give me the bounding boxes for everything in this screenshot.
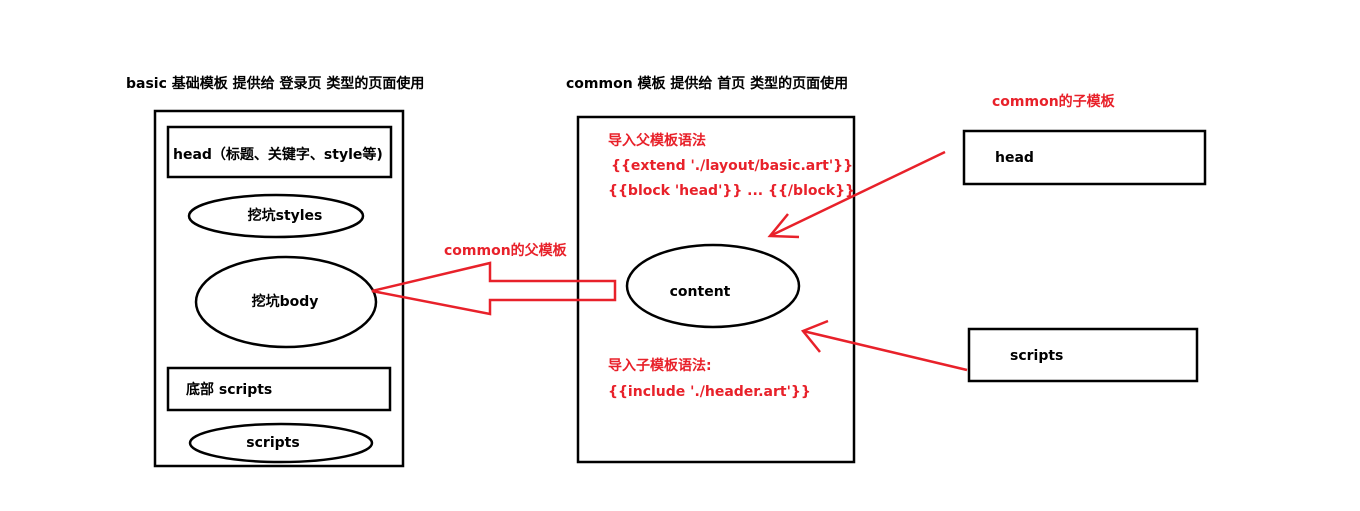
basic-styles-ellipse [187,193,365,239]
basic-scripts-ellipse [188,422,374,464]
child-scripts-box [967,327,1199,383]
basic-scripts-label: scripts [246,435,300,451]
common-template-box [576,115,856,464]
extend-syntax: {{extend './layout/basic.art'}} [611,158,854,174]
child-arrow-label: common的子模板 [992,94,1115,110]
include-syntax-title: 导入子模板语法: [608,358,712,374]
child-head-label: head [995,150,1034,166]
scripts-child-arrow [802,329,968,372]
basic-head-label: head（标题、关键字、style等) [173,147,383,163]
block-syntax: {{block 'head'}} ... {{/block}} [608,183,856,199]
parent-arrow-label: common的父模板 [444,243,567,259]
head-child-arrow [769,150,946,238]
scripts-child-arrowhead [800,319,829,353]
basic-styles-label: 挖坑styles [247,208,323,224]
include-syntax: {{include './header.art'}} [608,384,811,400]
head-child-arrowhead [767,213,800,239]
basic-body-label: 挖坑body [251,294,319,310]
basic-head-box [166,125,393,179]
basic-body-ellipse [194,255,378,349]
common-template-title: common 模板 提供给 首页 类型的页面使用 [566,76,849,92]
basic-footer-scripts-label: 底部 scripts [186,382,273,398]
child-scripts-label: scripts [1010,348,1064,364]
child-head-box [962,129,1207,186]
parent-arrow [371,261,617,316]
common-content-ellipse [625,243,801,329]
basic-footer-scripts-box [166,366,392,412]
common-content-label: content [669,284,731,300]
basic-template-box [153,109,405,468]
basic-template-title: basic 基础模板 提供给 登录页 类型的页面使用 [126,76,425,92]
parent-syntax-title: 导入父模板语法 [608,133,706,149]
